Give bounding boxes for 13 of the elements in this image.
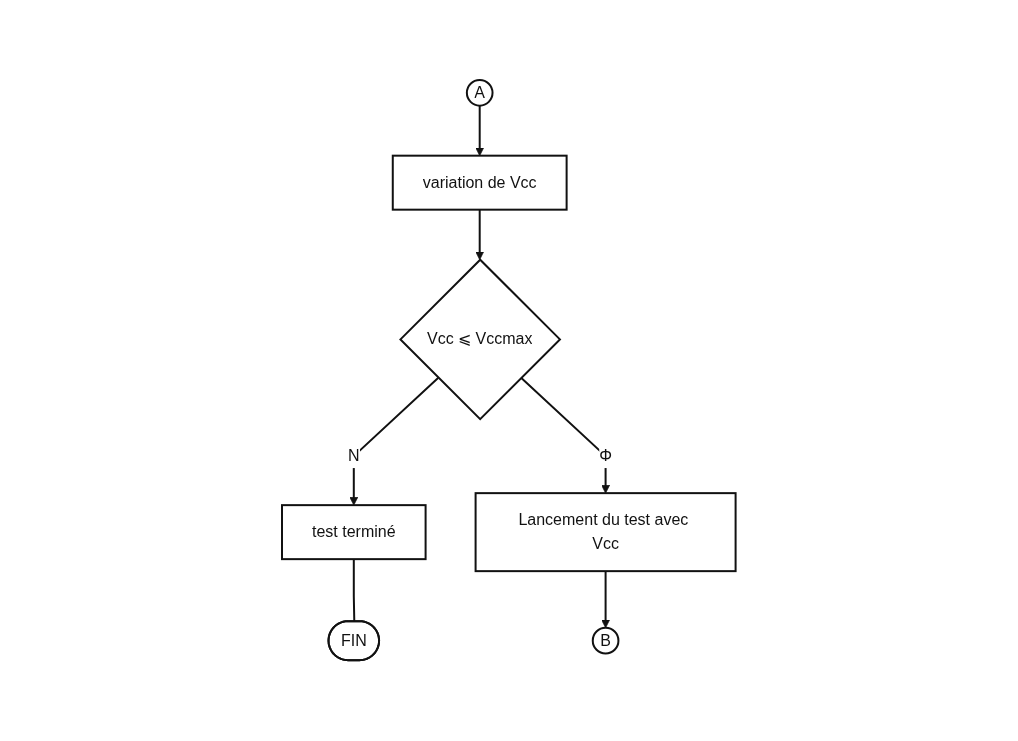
- arrow: [349, 377, 440, 506]
- arrow: [601, 570, 611, 629]
- node-box: Lancement du test avec Vcc: [474, 492, 737, 573]
- node-box: variation de Vcc: [392, 155, 568, 212]
- arrow: [520, 377, 611, 494]
- edge-label: Φ: [599, 447, 613, 465]
- edge-label: N: [348, 447, 360, 465]
- node-diamond: Vcc ⩽ Vccmax: [399, 258, 562, 421]
- node-circle: B: [591, 627, 620, 655]
- node-box: test terminé: [281, 504, 427, 561]
- node-circle: A: [466, 79, 494, 108]
- arrow: [475, 105, 485, 157]
- arrow: [475, 209, 485, 261]
